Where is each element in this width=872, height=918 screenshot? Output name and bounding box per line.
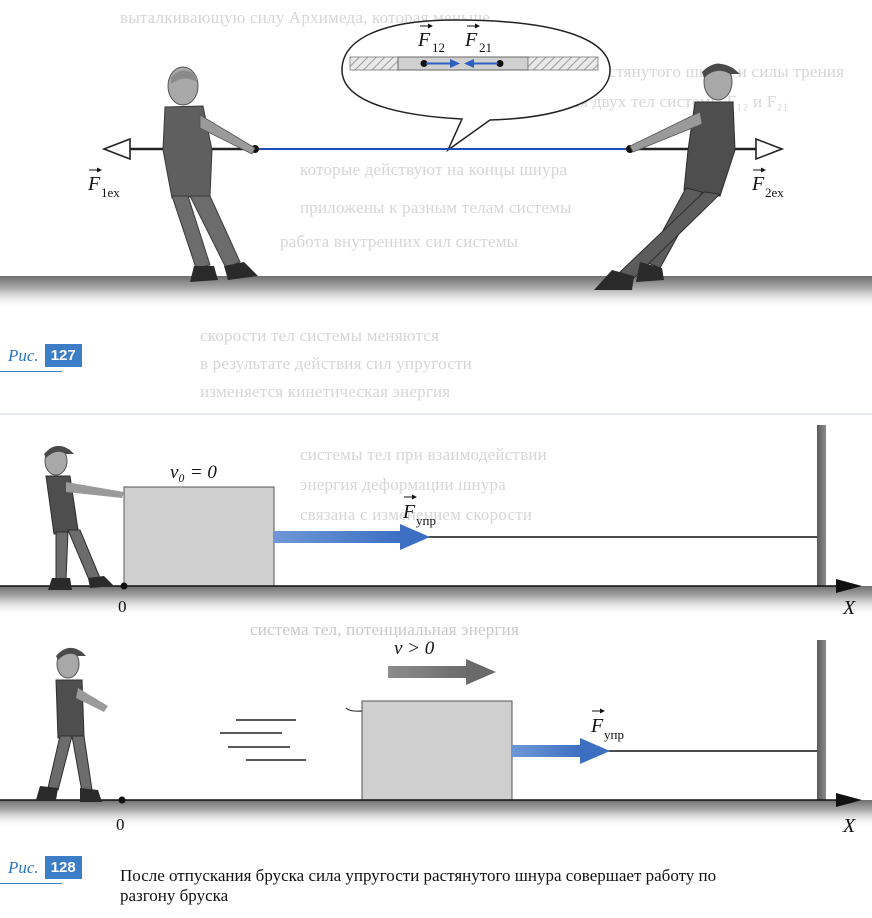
person-pulling — [44, 445, 124, 590]
background-text-line: энергия деформации шнура — [300, 475, 507, 494]
background-text-line: связана с изменением скорости — [300, 505, 533, 524]
label-origin-top: 0 — [118, 597, 127, 616]
velocity-arrow-head — [466, 659, 496, 685]
background-text-line: системы тел при взаимодействии — [300, 445, 547, 464]
elastic-force-arrow-head — [400, 524, 430, 550]
label-velocity-positive: v > 0 — [394, 638, 435, 659]
figure-128-top-panel — [0, 425, 872, 616]
elastic-force-arrow — [274, 531, 402, 543]
figure-number: 127 — [44, 344, 82, 367]
f1ex-arrow-head — [101, 137, 131, 161]
label-f1ex: F — [87, 173, 101, 195]
label-f21-sub: 21 — [479, 40, 492, 55]
x-axis-arrow-head — [836, 579, 862, 593]
person-right — [594, 63, 740, 290]
f12-arrow-head — [450, 59, 460, 68]
person-released — [36, 647, 108, 802]
f2ex-arrow-head — [755, 137, 785, 161]
figure-128-caption: После отпускания бруска сила упругости р… — [120, 866, 717, 905]
background-text-line: приложены к разным телам системы — [300, 198, 572, 217]
wall — [817, 425, 826, 587]
label-f-elastic-top: F — [402, 501, 416, 523]
label-f-elastic-bottom: F — [590, 715, 604, 737]
motion-lines — [220, 719, 306, 761]
point-b — [496, 60, 504, 67]
figure-word: Рис. — [8, 857, 39, 877]
origin-point — [120, 582, 128, 590]
label-x-axis-top: X — [842, 597, 856, 619]
background-text-line: работа внутренних сил системы — [280, 232, 519, 251]
label-f-elastic-top-sub: упр — [416, 513, 436, 528]
elastic-force-arrow — [512, 745, 582, 757]
block — [123, 486, 275, 587]
x-axis-arrow-head — [836, 793, 862, 807]
figure-128-label: Рис. 128 — [8, 856, 82, 879]
label-f1ex-sub: 1ex — [101, 185, 120, 200]
background-text-line: которые действуют на концы шнура — [300, 160, 568, 179]
figure-127-underline — [0, 371, 62, 372]
background-text-line: изменяется кинетическая энергия — [200, 382, 451, 401]
background-text-line: система тел, потенциальная энергия — [250, 620, 519, 639]
background-text-line: выталкивающую силу Архимеда, которая мен… — [120, 8, 491, 27]
figure-127-label: Рис. 127 — [8, 344, 82, 367]
cord-loose-end — [345, 707, 363, 712]
velocity-arrow — [388, 666, 468, 678]
rope-segment — [397, 56, 529, 71]
hatched-right — [527, 56, 599, 71]
figure-number: 128 — [44, 856, 82, 879]
elastic-force-arrow-head — [580, 738, 610, 764]
wall — [817, 640, 826, 800]
person-left — [162, 66, 258, 282]
figure-128-underline — [0, 883, 62, 884]
label-f21: F — [464, 29, 478, 51]
figure-128-bottom-panel — [0, 640, 872, 828]
label-f12: F — [417, 29, 431, 51]
label-initial-velocity: v₀ = 0 — [170, 462, 217, 483]
ground-strip — [0, 800, 872, 828]
label-x-axis-bottom: X — [842, 815, 856, 837]
label-f12-sub: 12 — [432, 40, 445, 55]
callout-bubble — [341, 19, 611, 153]
ground-strip — [0, 586, 872, 616]
figure-127 — [0, 19, 872, 310]
f21-arrow-head — [464, 59, 474, 68]
hatched-left — [349, 56, 399, 71]
background-text-line: в результате действия сил упругости — [200, 354, 472, 373]
ground-strip — [0, 276, 872, 310]
label-origin-bottom: 0 — [116, 815, 125, 834]
figure-word: Рис. — [8, 345, 39, 365]
label-f2ex: F — [751, 173, 765, 195]
background-text-line: скорости тел системы меняются — [200, 326, 439, 345]
label-f2ex-sub: 2ex — [765, 185, 784, 200]
origin-point — [118, 796, 126, 804]
label-f-elastic-bottom-sub: упр — [604, 727, 624, 742]
block — [361, 700, 513, 801]
point-a — [420, 60, 428, 67]
